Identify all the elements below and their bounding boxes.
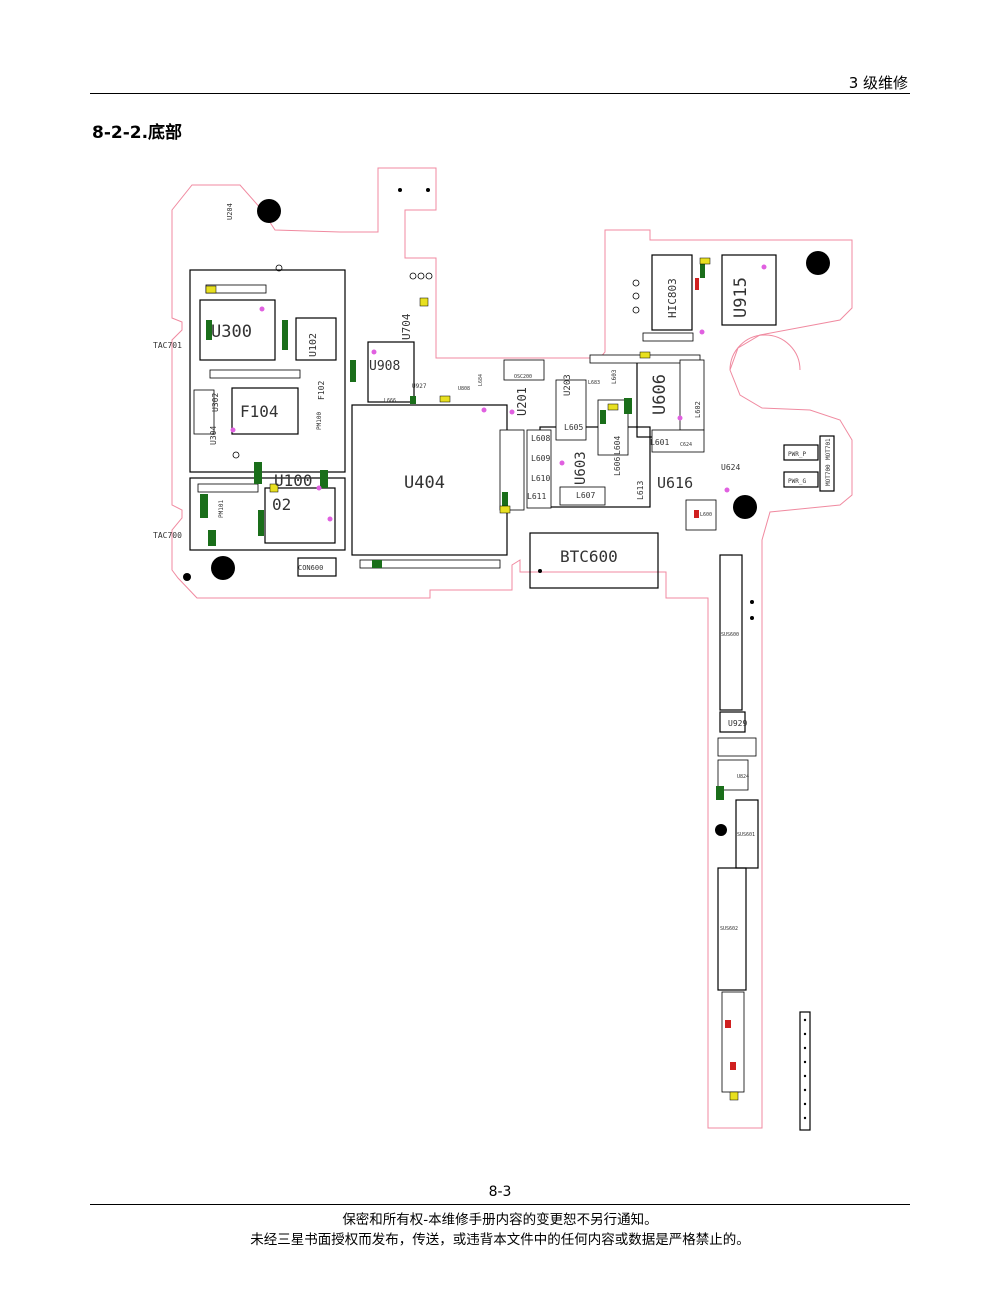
label-u908: U908	[369, 359, 400, 374]
label-f102: F102	[317, 381, 326, 400]
label-l602: L602	[694, 401, 702, 418]
label-tac701: TAC701	[153, 341, 182, 350]
label-l603: L603	[611, 369, 618, 384]
label-l609: L609	[531, 454, 550, 463]
label-l666: L666	[384, 398, 396, 404]
label-sus602: SUS602	[720, 926, 738, 932]
label-u929: U929	[728, 719, 747, 728]
yellow-components	[205, 257, 739, 1101]
label-tac700: TAC700	[153, 531, 182, 540]
board-outline	[171, 167, 853, 1129]
label-u300: U300	[211, 322, 252, 342]
header-rule	[90, 93, 910, 94]
label-l610: L610	[531, 474, 550, 483]
label-l684: L684	[478, 374, 484, 386]
label-s02: 02	[272, 495, 291, 514]
footer-notice-1: 保密和所有权-本维修手册内容的变更恕不另行通知。	[342, 1212, 658, 1228]
label-u824: U824	[737, 774, 749, 780]
label-l600: L600	[700, 512, 712, 518]
label-u204: U204	[226, 203, 234, 220]
test-points	[230, 264, 767, 522]
label-l608: L608	[531, 434, 550, 443]
section-title: 8-2-2.底部	[92, 123, 183, 143]
label-l613: L613	[636, 481, 645, 500]
page-number: 8-3	[488, 1184, 512, 1200]
label-l601: L601	[650, 438, 669, 447]
footer-rule	[90, 1204, 910, 1205]
label-mot700: MOT700	[825, 464, 832, 486]
label-u606: U606	[650, 374, 670, 415]
label-c624: C624	[680, 442, 692, 448]
label-l611: L611	[527, 492, 546, 501]
label-btc600: BTC600	[560, 547, 618, 566]
label-u201: U201	[515, 387, 529, 416]
label-u704: U704	[400, 313, 413, 340]
label-u624: U624	[721, 463, 740, 472]
label-l606: L606	[613, 457, 622, 476]
label-l605: L605	[564, 423, 583, 432]
label-u304: U304	[209, 426, 218, 445]
label-u203: U203	[563, 374, 573, 396]
label-hic803: HIC803	[666, 278, 679, 318]
green-components	[200, 260, 724, 800]
label-osc200: OSC200	[514, 374, 532, 380]
mounting-holes	[183, 188, 830, 836]
label-pwr-g: PWR_G	[788, 478, 806, 485]
label-u915: U915	[731, 277, 751, 318]
component-pads	[193, 284, 757, 1093]
red-components	[694, 278, 736, 1070]
label-sus601: SUS601	[737, 832, 755, 838]
connector-pins	[803, 1018, 807, 1120]
label-con600: CON600	[298, 564, 323, 572]
label-u404: U404	[404, 473, 445, 493]
label-pm100: PM100	[316, 412, 323, 430]
header-chapter-label: 3 级维修	[848, 74, 908, 92]
label-u603: U603	[573, 451, 589, 485]
coil-symbols	[232, 264, 640, 459]
label-l683: L683	[588, 380, 600, 386]
module-frames	[189, 254, 835, 1131]
component-labels: U300 U102 F104 F102 U302 U304 U100 02 U4…	[153, 203, 832, 932]
label-u927: U927	[412, 383, 427, 390]
label-pm101: PM101	[218, 500, 225, 518]
footer-notice-2: 未经三星书面授权而发布，传送，或违背本文件中的任何内容或数据是严格禁止的。	[250, 1232, 750, 1248]
label-sus600: SUS600	[721, 632, 739, 638]
label-mot701: MOT701	[825, 438, 832, 460]
label-l604: L604	[613, 436, 622, 455]
label-u100: U100	[274, 471, 313, 490]
label-u302: U302	[211, 393, 220, 412]
label-l607: L607	[576, 491, 595, 500]
label-f104: F104	[240, 402, 279, 421]
label-u102: U102	[308, 333, 319, 357]
label-u808: U808	[458, 386, 470, 392]
label-u616: U616	[657, 474, 693, 492]
label-pwr-p: PWR_P	[788, 451, 806, 458]
